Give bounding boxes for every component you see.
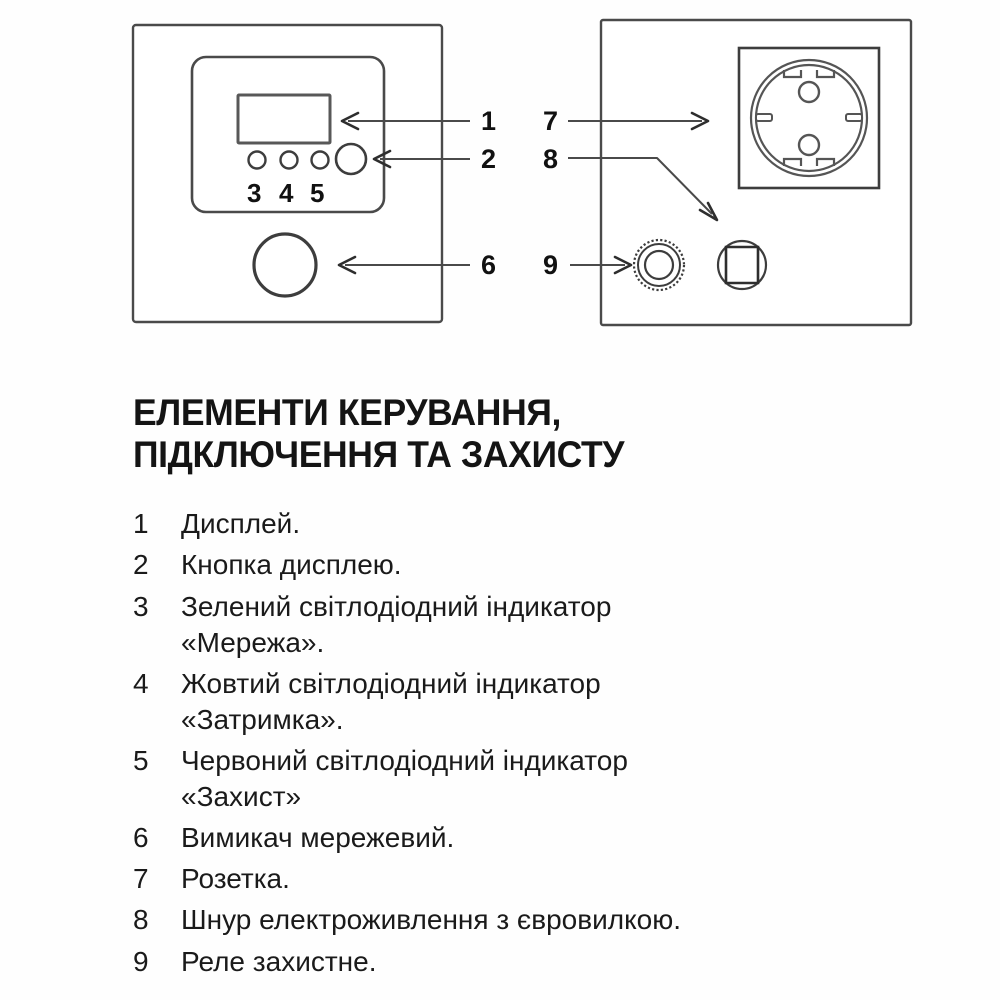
callout-leader-1 bbox=[340, 111, 470, 131]
legend-item-text: Червоний світлодіодний індикатор «Захист… bbox=[181, 745, 628, 813]
socket-earth-clip-top-right bbox=[815, 70, 836, 79]
legend-item-text: Шнур електроживлення з євровилкою. bbox=[181, 904, 682, 936]
display-button[interactable] bbox=[334, 142, 368, 176]
legend-item-number: 2 bbox=[133, 549, 149, 581]
legend-item-number: 3 bbox=[133, 590, 149, 622]
legend-item-text: Реле захистне. bbox=[181, 945, 377, 977]
legend-item-text: Кнопка дисплею. bbox=[181, 549, 402, 581]
socket-pin-hole-top bbox=[797, 80, 821, 104]
arrowhead-right-9 bbox=[613, 255, 633, 275]
legend-item-number: 7 bbox=[133, 863, 149, 895]
arrowhead-left-1 bbox=[340, 111, 360, 131]
led-label-3: 3 bbox=[247, 178, 262, 208]
callout-number-6: 6 bbox=[481, 250, 497, 280]
list-item: 7 Розетка. bbox=[133, 861, 933, 897]
list-item: 1 Дисплей. bbox=[133, 506, 933, 542]
legend-section: ЕЛЕМЕНТИ КЕРУВАННЯ, ПІДКЛЮЧЕННЯ ТА ЗАХИС… bbox=[133, 392, 933, 985]
socket-contact-slot-right bbox=[845, 113, 863, 122]
callout-number-8: 8 bbox=[543, 144, 559, 174]
grommet-inner-square bbox=[724, 245, 760, 285]
callout-number-2: 2 bbox=[481, 144, 497, 174]
legend-item-number: 4 bbox=[133, 667, 149, 699]
led-indicator-red bbox=[310, 150, 330, 170]
socket-earth-clip-top-left bbox=[782, 70, 803, 79]
callout-leader-2 bbox=[372, 149, 470, 169]
arrowhead-left-6 bbox=[337, 255, 357, 275]
arrowhead-diagonal-8 bbox=[698, 201, 719, 222]
arrowhead-right-7 bbox=[690, 111, 710, 131]
list-item: 9 Реле захистне. bbox=[133, 944, 933, 980]
callout-leader-7 bbox=[568, 111, 710, 131]
legend-item-text: Розетка. bbox=[181, 863, 290, 895]
list-item: 4 Жовтий світлодіодний індикатор «Затрим… bbox=[133, 666, 933, 738]
list-item: 8 Шнур електроживлення з євровилкою. bbox=[133, 902, 933, 938]
led-indicator-yellow bbox=[279, 150, 299, 170]
callout-number-7: 7 bbox=[543, 106, 559, 136]
socket-earth-clip-bottom-left bbox=[782, 157, 803, 166]
arrowhead-left-2 bbox=[372, 149, 392, 169]
legend-item-text: Вимикач мережевий. bbox=[181, 822, 455, 854]
led-label-5: 5 bbox=[310, 178, 325, 208]
socket-contact-slot-left bbox=[755, 113, 773, 122]
list-item: 3 Зелений світлодіодний індикатор «Мереж… bbox=[133, 589, 933, 661]
legend-list: 1 Дисплей. 2 Кнопка дисплею. 3 Зелений с… bbox=[133, 506, 933, 979]
led-label-4: 4 bbox=[279, 178, 294, 208]
legend-item-number: 9 bbox=[133, 945, 149, 977]
callout-leader-6 bbox=[337, 255, 470, 275]
list-item: 2 Кнопка дисплею. bbox=[133, 547, 933, 583]
callout-leader-9 bbox=[570, 255, 633, 275]
relay-button bbox=[643, 249, 675, 281]
callout-leader-8 bbox=[568, 157, 719, 222]
callout-number-9: 9 bbox=[543, 250, 559, 280]
legend-item-text: Жовтий світлодіодний індикатор «Затримка… bbox=[181, 667, 601, 735]
legend-item-text: Дисплей. bbox=[181, 508, 301, 540]
legend-item-number: 6 bbox=[133, 822, 149, 854]
legend-item-number: 5 bbox=[133, 745, 149, 776]
legend-item-text: Зелений світлодіодний індикатор «Мережа»… bbox=[181, 590, 612, 658]
device-diagram: 1 2 6 7 8 9 3 4 5 bbox=[0, 0, 1000, 360]
power-switch[interactable] bbox=[252, 232, 318, 298]
led-indicator-green bbox=[247, 150, 267, 170]
list-item: 5 Червоний світлодіодний індикатор «Захи… bbox=[133, 743, 933, 815]
diagram-svg bbox=[131, 18, 913, 327]
page-title: ЕЛЕМЕНТИ КЕРУВАННЯ, ПІДКЛЮЧЕННЯ ТА ЗАХИС… bbox=[133, 392, 625, 476]
socket-pin-hole-bottom bbox=[797, 133, 821, 157]
list-item: 6 Вимикач мережевий. bbox=[133, 820, 933, 856]
legend-item-number: 1 bbox=[133, 508, 149, 540]
callout-number-1: 1 bbox=[481, 106, 497, 136]
grommet-outer-circle bbox=[716, 239, 768, 291]
lcd-display bbox=[236, 93, 332, 145]
protective-relay[interactable] bbox=[632, 238, 686, 292]
legend-item-number: 8 bbox=[133, 904, 149, 936]
socket-earth-clip-bottom-right bbox=[815, 157, 836, 166]
power-cord-grommet bbox=[716, 239, 768, 291]
